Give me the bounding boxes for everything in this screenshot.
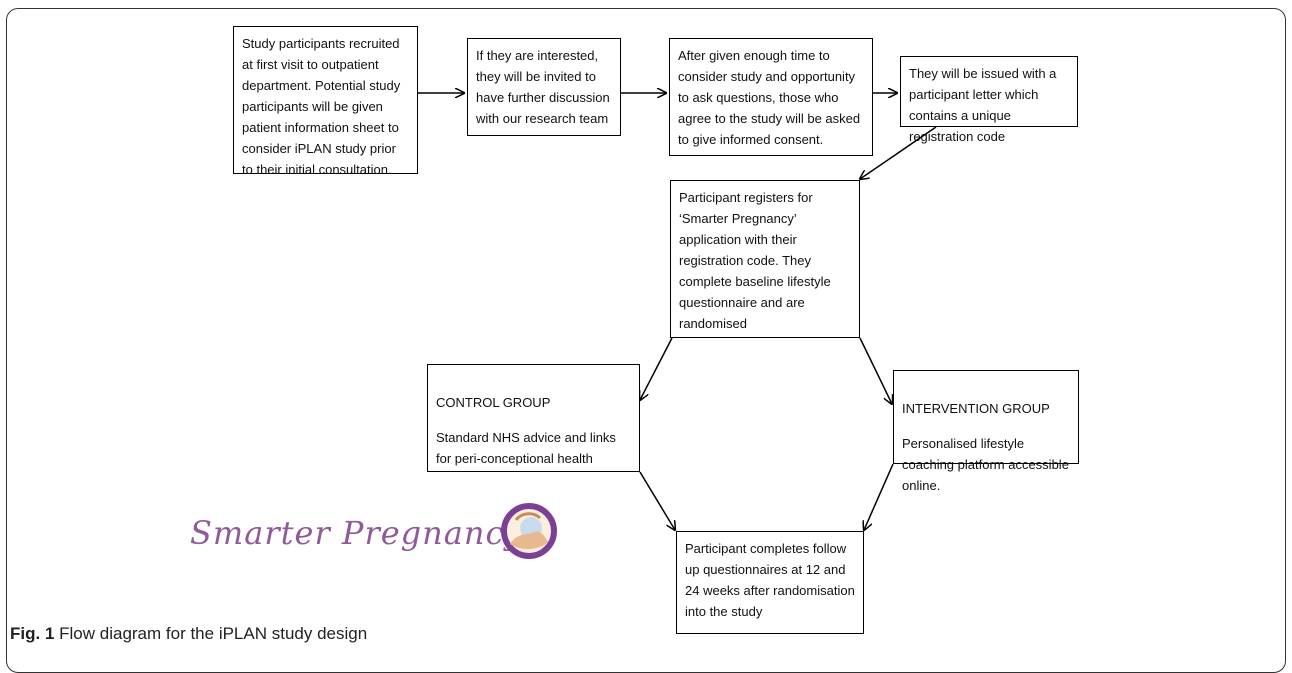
arrow-register-to-intervention	[859, 337, 892, 404]
arrow-letter-to-register	[860, 126, 937, 179]
box-control-group: CONTROL GROUP Standard NHS advice and lin…	[427, 364, 640, 472]
intervention-group-title: INTERVENTION GROUP	[902, 401, 1050, 416]
caption-label: Fig. 1	[10, 624, 55, 643]
box-followup: Participant completes follow up question…	[676, 531, 864, 634]
smarter-pregnancy-logo: Smarter Pregnancy	[190, 502, 580, 582]
control-group-title: CONTROL GROUP	[436, 395, 551, 410]
caption-text: Flow diagram for the iPLAN study design	[59, 624, 368, 643]
connector-arrows	[418, 0, 937, 647]
figure-caption: Fig. 1 Flow diagram for the iPLAN study …	[10, 624, 367, 644]
arrow-control-to-followup	[639, 471, 675, 530]
box-intervention-group: INTERVENTION GROUP Personalised lifestyle…	[893, 370, 1079, 493]
intervention-group-body: Personalised lifestyle coaching platform…	[902, 436, 1069, 493]
logo-text: Smarter Pregnancy	[190, 514, 524, 552]
logo-badge-icon	[501, 503, 557, 559]
box-interested: If they are interested, they will be inv…	[467, 38, 621, 136]
box-consent: After given enough time to consider stud…	[669, 38, 873, 156]
arrow-register-to-control	[640, 337, 673, 400]
arrow-intervention-to-followup	[864, 463, 894, 530]
box-recruitment: Study participants recruited at first vi…	[233, 26, 418, 177]
control-group-body: Standard NHS advice and links for peri-c…	[436, 430, 616, 466]
box-letter: They will be issued with a participant l…	[900, 56, 1078, 144]
box-register: Participant registers for ‘Smarter Pregn…	[670, 180, 860, 338]
